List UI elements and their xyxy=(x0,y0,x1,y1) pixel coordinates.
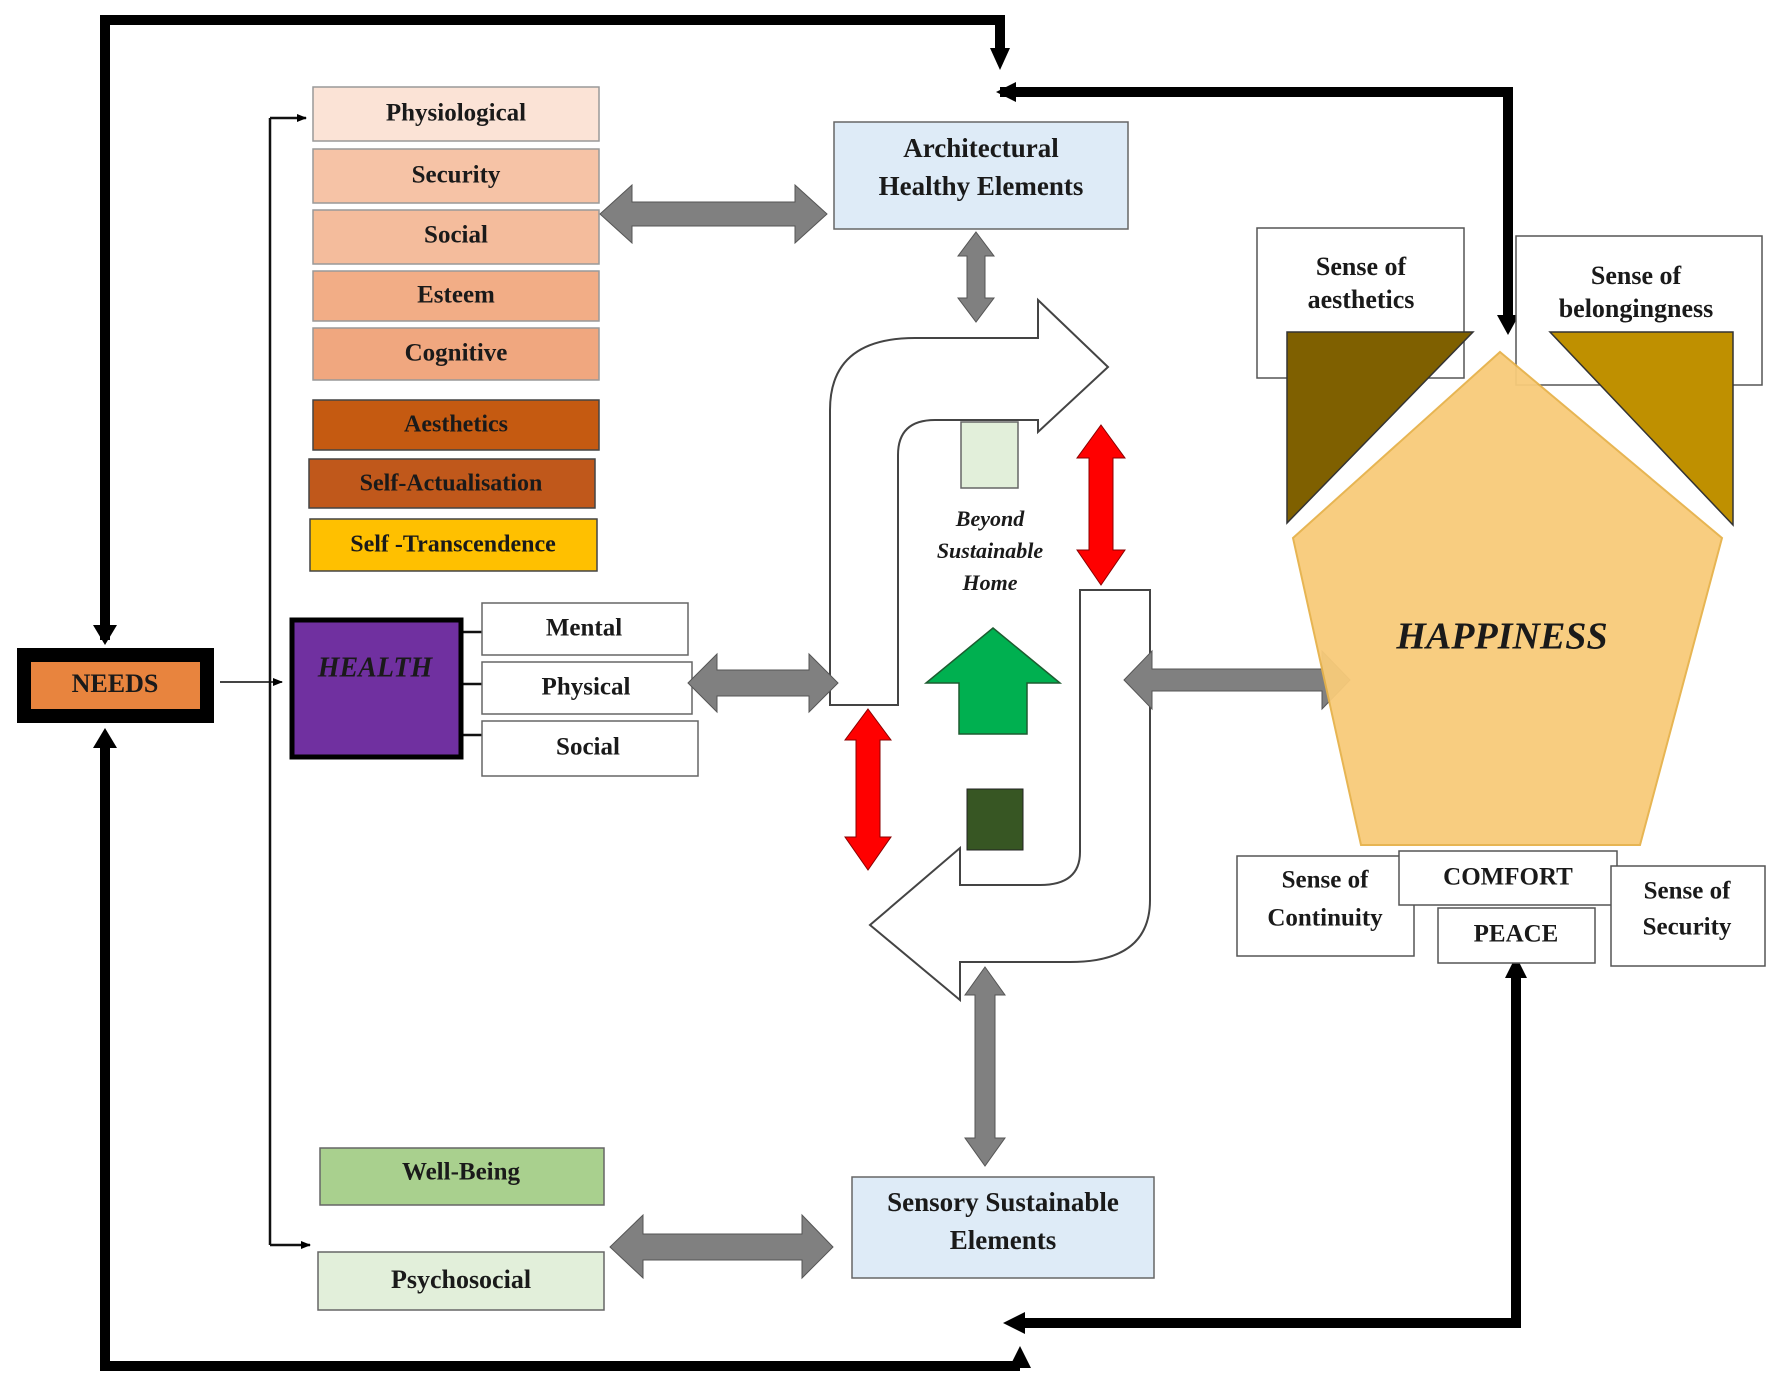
happiness-label: HAPPINESS xyxy=(1395,616,1607,658)
sense-security-line1: Sense of xyxy=(1644,878,1731,905)
mental-box: Mental xyxy=(481,602,689,656)
architectural-cycle-arrow xyxy=(957,231,995,323)
happiness-cluster: Sense of aesthetics Sense of belongingne… xyxy=(1236,227,1766,967)
psychosocial-box: Psychosocial xyxy=(317,1251,605,1311)
health-group: HEALTH Mental Physical Social xyxy=(289,602,699,777)
self-transcendence-label: Self -Transcendence xyxy=(350,532,556,558)
sense-aesthetics-line2: aesthetics xyxy=(1308,285,1415,314)
peace-label: PEACE xyxy=(1474,921,1559,948)
esteem-label: Esteem xyxy=(417,282,495,309)
loop-down-arrowhead xyxy=(1497,315,1519,335)
cognitive-box: Cognitive xyxy=(312,327,600,381)
loop-top-arrowhead xyxy=(990,48,1010,70)
sensory-label-line2: Elements xyxy=(950,1225,1056,1255)
feedback-loop xyxy=(93,15,1527,1371)
physiological-label: Physiological xyxy=(386,100,526,127)
mental-label: Mental xyxy=(546,615,622,642)
well-being-label: Well-Being xyxy=(402,1159,521,1186)
aesthetics-need-label: Aesthetics xyxy=(404,412,508,438)
health-label: HEALTH xyxy=(317,652,434,683)
center-label-line1: Beyond xyxy=(955,506,1025,531)
loop-right-line xyxy=(1000,87,1513,320)
sense-of-security-box: Sense of Security xyxy=(1610,865,1766,967)
connectors xyxy=(220,114,482,1249)
architectural-box: Architectural Healthy Elements xyxy=(833,121,1129,230)
happiness-pentagon xyxy=(1291,350,1724,846)
red-double-arrow-right xyxy=(1076,424,1126,586)
needs-hierarchy: Physiological Security Social Esteem Cog… xyxy=(308,86,600,572)
needs-label: NEEDS xyxy=(72,669,159,698)
health-box xyxy=(289,617,464,760)
architectural-label-line1: Architectural xyxy=(903,133,1059,163)
green-up-arrow xyxy=(923,627,1063,735)
wellbeing-group: Well-Being Psychosocial xyxy=(317,1147,605,1311)
loop-bottom-up-arrowhead xyxy=(1009,1346,1031,1368)
self-transcendence-box: Self -Transcendence xyxy=(309,518,598,572)
gray-double-arrows xyxy=(599,183,1351,1280)
loop-bottom-right-line xyxy=(1020,975,1521,1328)
comfort-box: COMFORT xyxy=(1398,850,1618,906)
aesthetics-need-box: Aesthetics xyxy=(312,399,600,451)
loop-left-arrowhead xyxy=(996,82,1016,102)
sense-aesthetics-line1: Sense of xyxy=(1316,252,1407,281)
social-health-box: Social xyxy=(481,720,699,777)
architectural-label-line2: Healthy Elements xyxy=(879,171,1084,201)
sensory-label-line1: Sensory Sustainable xyxy=(887,1187,1119,1217)
loop-bottom-left-arrowhead xyxy=(1003,1312,1025,1334)
sense-security-line2: Security xyxy=(1643,914,1732,941)
light-green-square xyxy=(960,421,1019,489)
sensory-box: Sensory Sustainable Elements xyxy=(851,1176,1155,1279)
cycle-sensory-arrow xyxy=(964,966,1006,1167)
psychosocial-label: Psychosocial xyxy=(391,1265,531,1294)
upper-uturn-arrow xyxy=(829,297,1110,706)
needs-bottom-arrowhead xyxy=(93,728,117,748)
esteem-box: Esteem xyxy=(312,270,600,322)
cycle-happiness-arrow xyxy=(1123,649,1351,711)
physical-box: Physical xyxy=(481,661,693,715)
well-being-box: Well-Being xyxy=(319,1147,605,1206)
social-need-label: Social xyxy=(424,222,488,249)
sense-of-continuity-box: Sense of Continuity xyxy=(1236,855,1415,957)
sense-belonging-line2: belongingness xyxy=(1559,294,1714,323)
lower-uturn-arrow xyxy=(868,589,1151,1003)
social-need-box: Social xyxy=(312,209,600,265)
needs-top-arrowhead xyxy=(93,625,117,645)
comfort-label: COMFORT xyxy=(1443,864,1573,891)
sense-continuity-line2: Continuity xyxy=(1267,905,1383,932)
needs-box: NEEDS xyxy=(17,648,214,723)
hierarchy-architectural-arrow xyxy=(599,183,828,245)
dark-green-square xyxy=(966,788,1024,851)
security-label: Security xyxy=(412,162,501,189)
sense-belonging-line1: Sense of xyxy=(1591,261,1682,290)
cognitive-label: Cognitive xyxy=(405,340,508,367)
physical-label: Physical xyxy=(542,674,631,701)
loop-top-line xyxy=(100,15,1005,640)
health-cycle-arrow xyxy=(687,652,839,714)
psychosocial-sensory-arrow xyxy=(609,1213,834,1280)
right-triangle xyxy=(1548,331,1734,527)
security-box: Security xyxy=(312,148,600,204)
sense-continuity-line1: Sense of xyxy=(1282,867,1369,894)
beyond-sustainable-cycle: Beyond Sustainable Home xyxy=(829,297,1151,1003)
center-label-line2: Sustainable xyxy=(937,538,1044,563)
loop-bottom-line xyxy=(100,745,1020,1371)
self-actualisation-label: Self-Actualisation xyxy=(360,471,543,497)
self-actualisation-box: Self-Actualisation xyxy=(308,458,596,509)
center-label-line3: Home xyxy=(962,570,1018,595)
physiological-box: Physiological xyxy=(312,86,600,142)
peace-up-arrowhead xyxy=(1505,956,1527,978)
social-health-label: Social xyxy=(556,734,620,761)
left-triangle xyxy=(1286,331,1475,525)
red-double-arrow-left xyxy=(844,708,892,871)
peace-box: PEACE xyxy=(1437,907,1596,964)
